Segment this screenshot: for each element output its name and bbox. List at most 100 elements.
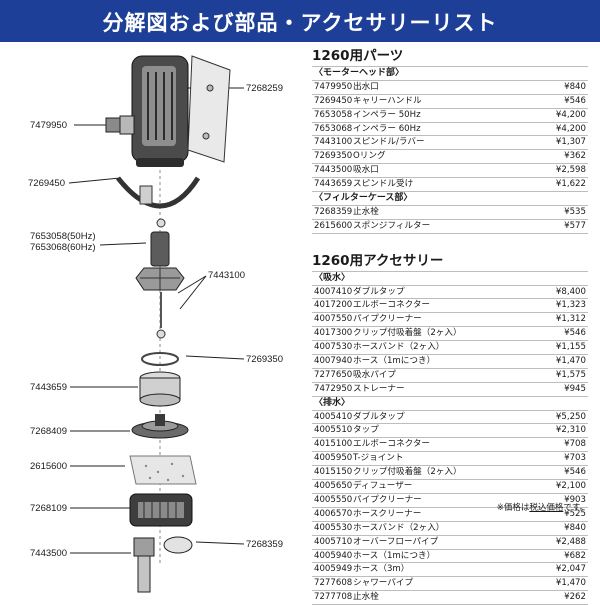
- exploded-diagram-drawing: [68, 55, 245, 593]
- item-name: ホースバンド（2ヶ入）: [353, 342, 445, 353]
- label-7653068: 7653068(60Hz): [30, 242, 96, 253]
- item-code: 7472950: [314, 383, 353, 394]
- item-code: 7269450: [314, 95, 353, 106]
- sponge-filter-illustration: [129, 455, 197, 485]
- item-code: 7277650: [314, 369, 353, 380]
- gasket-plate-illustration: [187, 55, 231, 163]
- label-7653058: 7653058(50Hz): [30, 231, 96, 242]
- item-code: 4005410: [314, 411, 353, 422]
- item-code: 2615600: [314, 220, 353, 231]
- item-code: 7653058: [314, 109, 353, 120]
- item-name: T-ジョイント: [353, 453, 404, 464]
- item-name: ダブルタップ: [353, 411, 405, 422]
- item-price: ¥546: [564, 467, 586, 478]
- item-name: エルボーコネクター: [353, 300, 431, 311]
- item-name: シャワーパイプ: [353, 578, 414, 589]
- label-7269350: 7269350: [246, 354, 283, 365]
- accessories-section-title: 1260用アクセサリー: [312, 252, 588, 272]
- item-name: 止水栓: [353, 592, 379, 603]
- parts-section-title: 1260用パーツ: [312, 47, 588, 67]
- item-code: 4005710: [314, 536, 353, 547]
- price-note: ※価格は税込価格です。: [497, 501, 588, 513]
- carry-handle-illustration: [116, 176, 201, 209]
- item-price: ¥2,598: [555, 165, 586, 176]
- item-code: 7269350: [314, 151, 353, 162]
- item-code: 4007410: [314, 286, 353, 297]
- item-name: Oリング: [353, 151, 386, 162]
- item-name: ホースバンド（2ヶ入）: [353, 522, 445, 533]
- label-7269450: 7269450: [28, 178, 65, 189]
- item-code: 7268359: [314, 206, 353, 217]
- item-name: ホース（3m）: [353, 564, 410, 575]
- item-code: 4006570: [314, 508, 353, 519]
- label-7268409: 7268409: [30, 426, 67, 437]
- motor-head-illustration: [131, 55, 189, 167]
- item-code: 7653068: [314, 123, 353, 134]
- item-price: ¥903: [564, 494, 586, 505]
- item-name: ホース（1mにつき）: [353, 356, 436, 367]
- item-code: 4005949: [314, 564, 353, 575]
- label-2615600: 2615600: [30, 461, 67, 472]
- item-name: パイプクリーナー: [353, 314, 422, 325]
- item-price: ¥840: [564, 81, 586, 92]
- item-price: ¥703: [564, 453, 586, 464]
- item-price: ¥2,488: [555, 536, 586, 547]
- item-price: ¥525: [564, 508, 586, 519]
- item-price: ¥2,047: [555, 564, 586, 575]
- item-price: ¥2,100: [555, 481, 586, 492]
- group-subheader: 〈排水〉: [312, 397, 588, 411]
- item-code: 4007530: [314, 342, 353, 353]
- item-price: ¥1,470: [555, 578, 586, 589]
- item-name: 出水口: [353, 81, 379, 92]
- price-note-suffix: です。: [563, 503, 588, 513]
- item-code: 4005950: [314, 453, 353, 464]
- item-code: 4005530: [314, 522, 353, 533]
- item-name: スピンドル受け: [353, 179, 414, 190]
- drain-plug-illustration: [163, 536, 193, 554]
- item-price: ¥5,250: [555, 411, 586, 422]
- item-code: 7277708: [314, 592, 353, 603]
- item-name: 止水栓: [353, 206, 379, 217]
- page-title: 分解図および部品・アクセサリーリスト: [102, 11, 498, 35]
- item-code: 7443500: [314, 165, 353, 176]
- item-price: ¥1,575: [555, 369, 586, 380]
- item-name: インペラー 50Hz: [353, 109, 421, 120]
- intake-nozzle-illustration: [139, 371, 181, 407]
- label-7268109: 7268109: [30, 503, 67, 514]
- item-price: ¥8,400: [555, 286, 586, 297]
- item-code: 4015100: [314, 439, 353, 450]
- item-name: エルボーコネクター: [353, 439, 431, 450]
- item-price: ¥546: [564, 95, 586, 106]
- item-code: 4007940: [314, 356, 353, 367]
- item-code: 4007550: [314, 314, 353, 325]
- item-name: パイプクリーナー: [353, 494, 422, 505]
- item-price: ¥840: [564, 522, 586, 533]
